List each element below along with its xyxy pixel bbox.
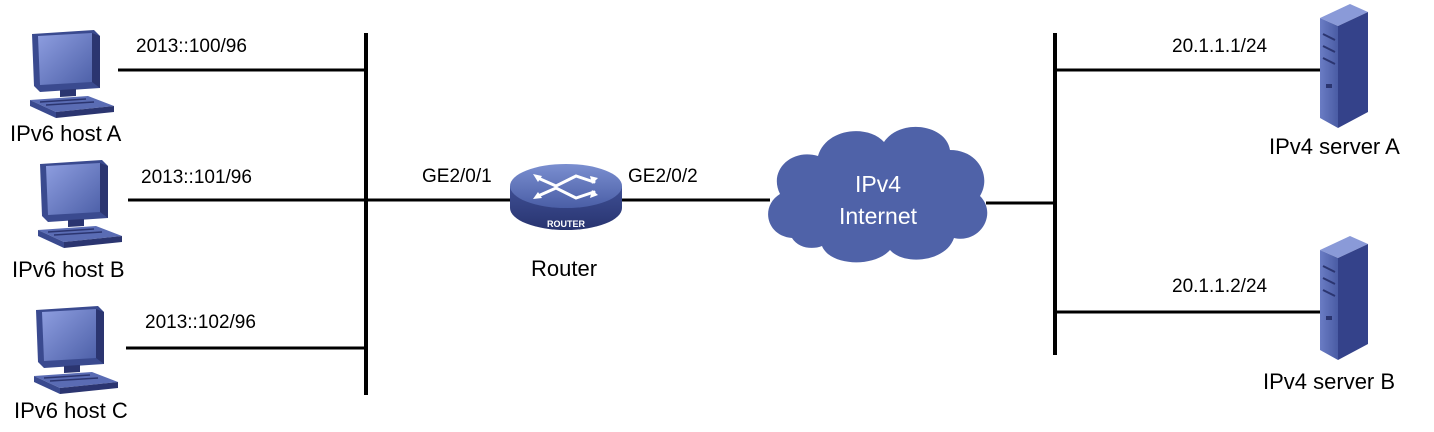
pc-icon [37,159,123,249]
router-badge: ROUTER [547,219,586,229]
cloud-line-2: Internet [839,203,918,229]
server-address: 20.1.1.2/24 [1172,276,1268,297]
server-name: IPv4 server A [1269,134,1400,159]
router-icon: ROUTER [510,164,622,230]
cloud-line-1: IPv4 [855,171,901,197]
ipv4-server-b[interactable]: 20.1.1.2/24 IPv4 server B [1172,235,1395,394]
host-name: IPv6 host A [10,121,122,146]
server-name: IPv4 server B [1263,369,1395,394]
router[interactable]: GE2/0/1 GE2/0/2 ROUTER Router [422,164,698,281]
host-address: 2013::101/96 [141,167,252,188]
server-icon [1319,235,1369,361]
ipv4-server-a[interactable]: 20.1.1.1/24 IPv4 server A [1172,3,1400,159]
cloud-icon [768,126,988,263]
host-address: 2013::100/96 [136,36,247,57]
pc-icon [29,29,115,119]
host-name: IPv6 host B [12,257,125,282]
host-address: 2013::102/96 [145,312,256,333]
host-name: IPv6 host C [14,398,128,423]
interface-ge202-label: GE2/0/2 [628,166,698,187]
server-icon [1319,3,1369,129]
ipv4-internet-cloud[interactable]: IPv4 Internet [768,126,988,263]
server-address: 20.1.1.1/24 [1172,36,1268,57]
ipv6-host-a[interactable]: IPv6 host A 2013::100/96 [10,29,247,146]
interface-ge201-label: GE2/0/1 [422,166,492,187]
router-name: Router [531,256,597,281]
links [118,33,1320,395]
ipv6-host-b[interactable]: IPv6 host B 2013::101/96 [12,159,252,282]
ipv6-host-c[interactable]: IPv6 host C 2013::102/96 [14,305,256,423]
pc-icon [33,305,119,395]
